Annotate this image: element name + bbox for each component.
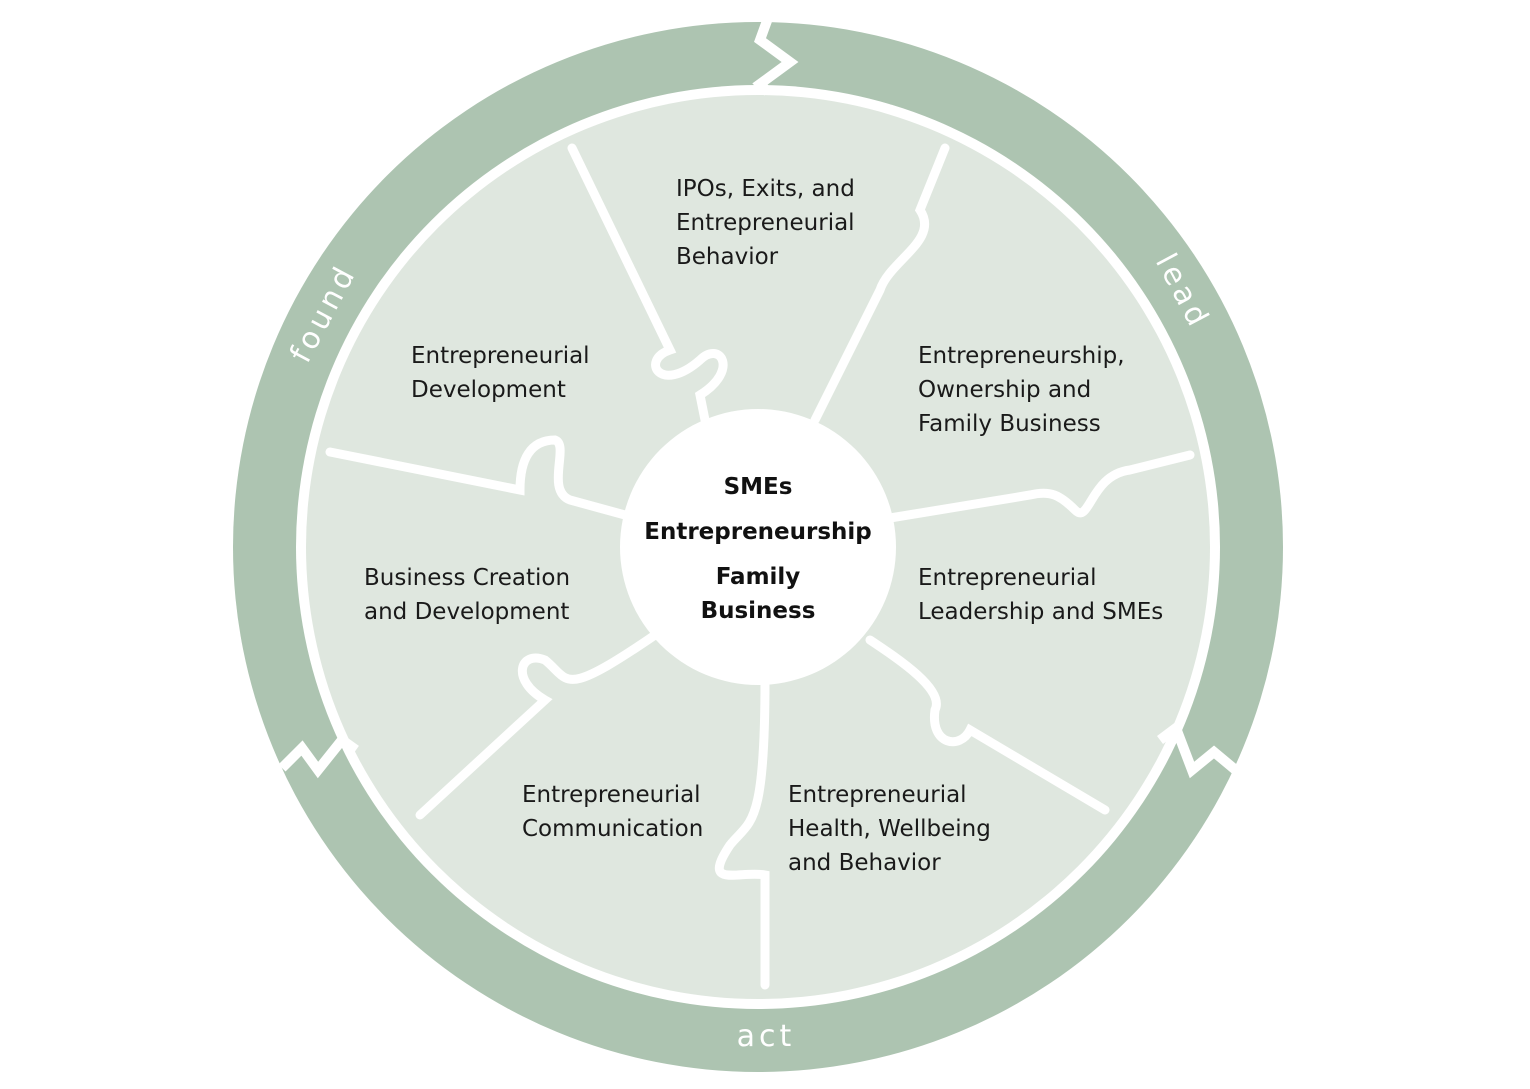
segment-text: Health, Wellbeing (788, 816, 991, 842)
segment-text: IPOs, Exits, and (676, 176, 855, 202)
segment-creation: Business Creation and Development (364, 565, 570, 625)
segment-text: Leadership and SMEs (918, 599, 1163, 625)
segment-text: Entrepreneurial (522, 782, 701, 808)
ring-label-act: act (737, 1019, 796, 1054)
center-text-business: Business (701, 598, 816, 624)
segment-text: Behavior (676, 244, 779, 270)
segment-text: Entrepreneurial (918, 565, 1097, 591)
ring-break-right (1157, 720, 1242, 779)
center-text-entrepreneurship: Entrepreneurship (644, 519, 872, 545)
center-text-smes: SMEs (724, 474, 793, 500)
segment-text: Ownership and (918, 377, 1091, 403)
segment-text: and Behavior (788, 850, 941, 876)
segment-text: Family Business (918, 411, 1101, 437)
segment-ownership: Entrepreneurship, Ownership and Family B… (918, 343, 1125, 437)
segment-leadership: Entrepreneurial Leadership and SMEs (918, 565, 1163, 625)
segment-development: Entrepreneurial Development (411, 343, 590, 403)
segment-text: Communication (522, 816, 703, 842)
segment-text: Entrepreneurial (676, 210, 855, 236)
center-circle (620, 409, 896, 685)
segment-communication: Entrepreneurial Communication (522, 782, 703, 842)
segment-text: Entrepreneurial (411, 343, 590, 369)
segment-text: Business Creation (364, 565, 570, 591)
ring-break-left (278, 733, 359, 779)
center-text-family: Family (716, 564, 801, 590)
center-label: SMEs Entrepreneurship Family Business (644, 474, 872, 624)
segment-text: Development (411, 377, 566, 403)
segment-health: Entrepreneurial Health, Wellbeing and Be… (788, 782, 991, 876)
segment-text: Entrepreneurial (788, 782, 967, 808)
segment-ipos: IPOs, Exits, and Entrepreneurial Behavio… (676, 176, 855, 270)
segment-text: and Development (364, 599, 569, 625)
segment-dividers (325, 143, 1195, 990)
segment-text: Entrepreneurship, (918, 343, 1125, 369)
ring-break-top (752, 16, 799, 96)
